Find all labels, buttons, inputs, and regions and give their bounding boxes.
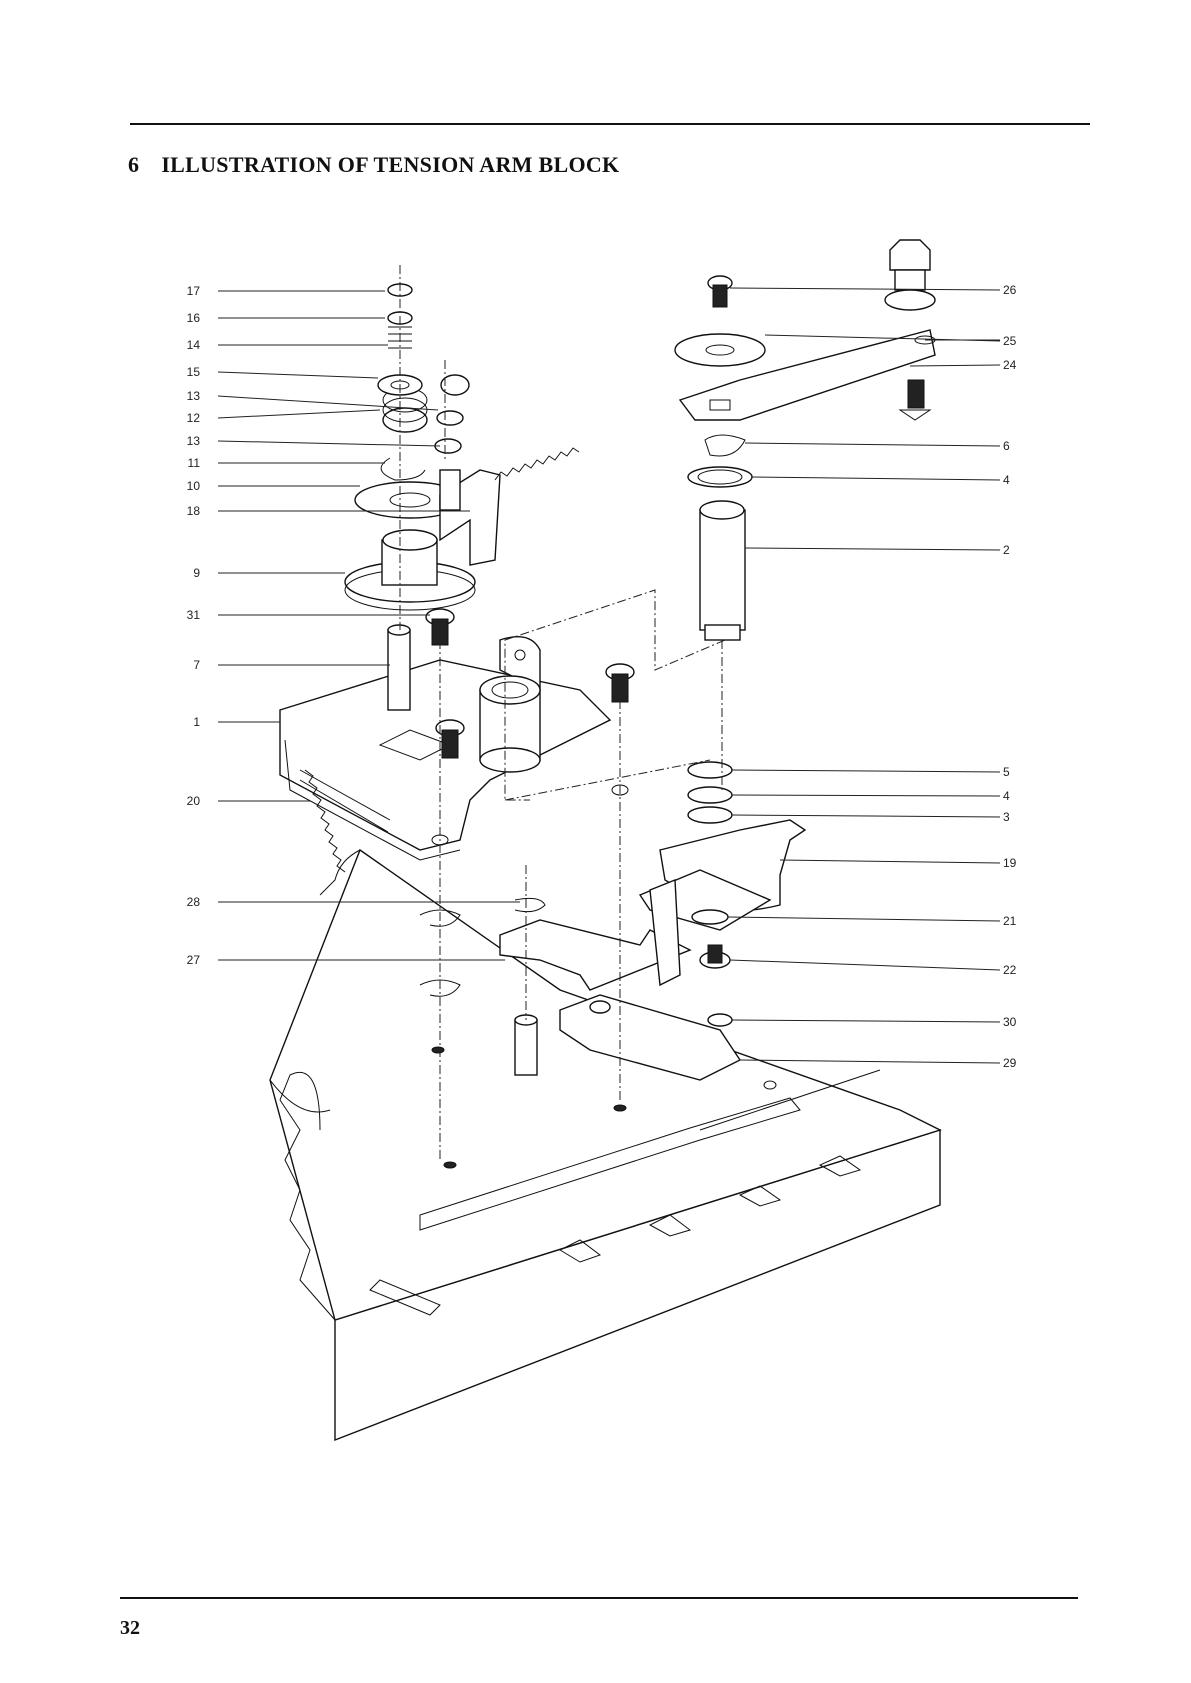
callout-30: 30 — [1003, 1015, 1017, 1029]
callout-5: 5 — [1003, 765, 1010, 779]
callout-2: 2 — [1003, 543, 1010, 557]
callout-24: 24 — [1003, 358, 1017, 372]
callout-21: 21 — [1003, 914, 1017, 928]
callout-16: 16 — [187, 311, 201, 325]
callout-31: 31 — [187, 608, 201, 622]
callout-1: 1 — [193, 715, 200, 729]
callout-6: 6 — [1003, 439, 1010, 453]
callout-27: 27 — [187, 953, 201, 967]
callout-14: 14 — [187, 338, 201, 352]
callout-18: 18 — [187, 504, 201, 518]
callout-29: 29 — [1003, 1056, 1017, 1070]
callout-4: 4 — [1003, 473, 1010, 487]
callout-12: 12 — [187, 411, 201, 425]
callout-15: 15 — [187, 365, 201, 379]
callout-10: 10 — [187, 479, 201, 493]
left-callouts: 17 16 14 15 13 12 13 11 10 18 9 31 7 1 2… — [187, 284, 201, 967]
callout-28: 28 — [187, 895, 201, 909]
callout-13b: 13 — [187, 434, 201, 448]
callout-25: 25 — [1003, 334, 1017, 348]
callout-11: 11 — [188, 456, 201, 470]
callout-3: 3 — [1003, 810, 1010, 824]
callout-4b: 4 — [1003, 789, 1010, 803]
left-arm-with-spring — [440, 448, 579, 565]
bracket-bushing — [480, 676, 540, 772]
page-number: 32 — [120, 1617, 140, 1640]
shaft-post — [388, 625, 410, 710]
callout-17: 17 — [187, 284, 201, 298]
callout-20: 20 — [187, 794, 201, 808]
callout-13: 13 — [187, 389, 201, 403]
left-parts-stack — [345, 284, 475, 610]
callout-9: 9 — [193, 566, 200, 580]
right-callouts: 26 25 24 6 4 2 5 4 3 19 21 22 30 29 — [1003, 283, 1017, 1070]
footer-rule — [120, 1597, 1078, 1599]
right-parts-column — [675, 240, 935, 640]
callout-26: 26 — [1003, 283, 1017, 297]
callout-7: 7 — [193, 658, 200, 672]
callout-22: 22 — [1003, 963, 1017, 977]
callout-19: 19 — [1003, 856, 1017, 870]
